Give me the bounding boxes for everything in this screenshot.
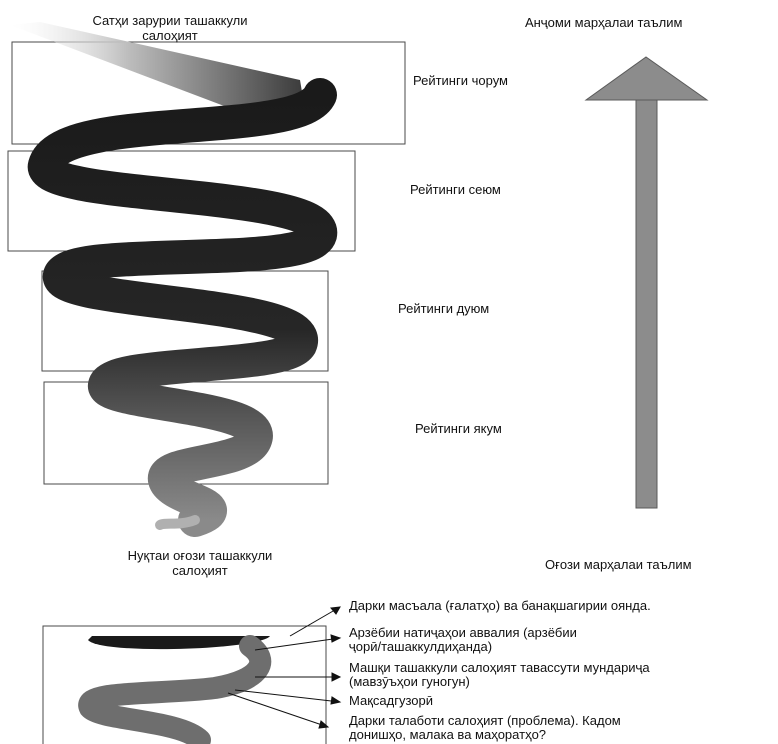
annotation-4: Мақсадгузорӣ [349,693,433,708]
rating-2-label: Рейтинги дуюм [398,301,490,316]
annotation-1: Дарки масъала (ғалатҳо) ва банақшагирии … [349,598,651,613]
detail-box [42,625,327,744]
stage-box-4 [11,41,406,145]
annotation-5: Дарки талаботи салоҳият (проблема). Кадо… [349,713,621,742]
progress-arrowhead [584,56,709,101]
end-stage-label: Анҷоми марҳалаи таълим [525,15,683,30]
main-spiral [28,78,337,537]
annotation-arrows [227,606,342,729]
rating-1-label: Рейтинги якум [415,421,502,436]
spiral-tail [10,22,305,112]
start-stage-label: Оғози марҳалаи таълим [545,557,692,572]
top-title: Сатҳи зарурии ташаккули салоҳият [92,13,248,43]
rating-4-label: Рейтинги чорум [413,73,508,88]
progress-arrow [635,99,658,509]
annotation-3: Машқи ташаккули салоҳият тавассути мунда… [349,660,650,689]
bottom-title: Нуқтаи оғози ташаккули салоҳият [127,548,273,578]
detail-spiral-mid [78,635,272,744]
rating-3-label: Рейтинги сеюм [410,182,501,197]
annotation-2: Арзёбии натиҷаҳои аввалия (арзёбии ҷорӣ/… [349,625,577,654]
detail-spiral-top [88,636,270,650]
